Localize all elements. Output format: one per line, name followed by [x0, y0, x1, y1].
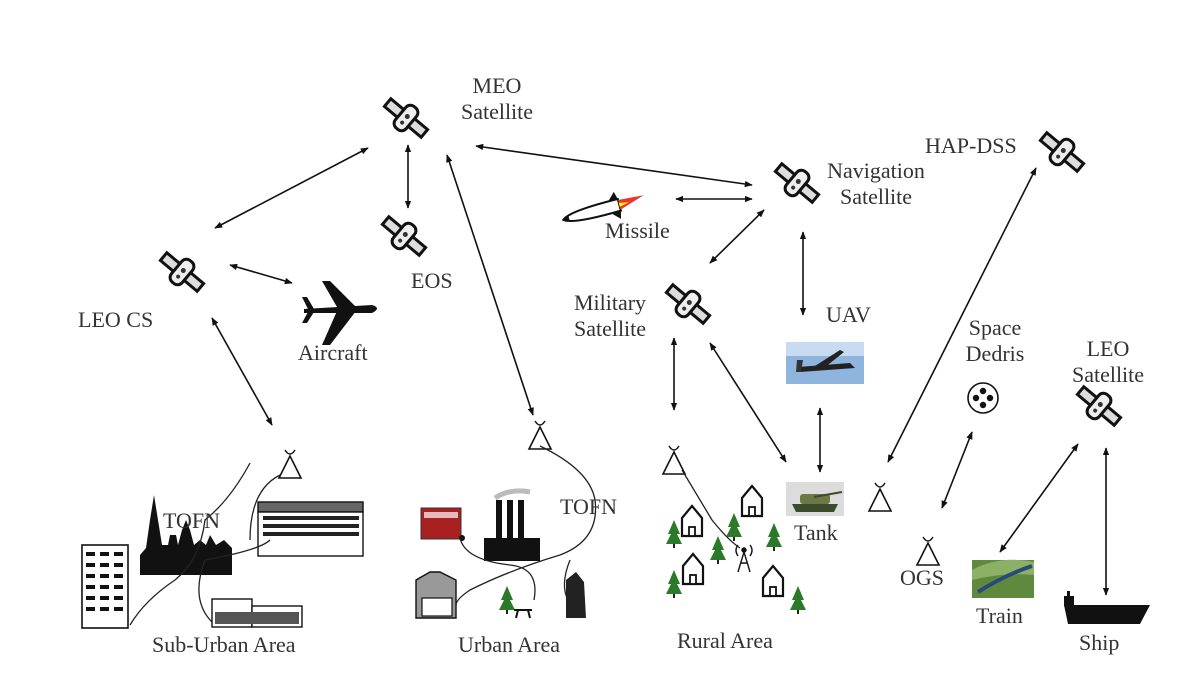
suburban-area-illustration — [81, 462, 364, 629]
suburban-ground-station-icon — [278, 449, 302, 479]
urban-area-label: Urban Area — [458, 632, 561, 657]
link-debris-ogs — [941, 431, 973, 509]
ogs-ground-station-icon — [916, 536, 940, 566]
space-debris-icon — [967, 382, 999, 414]
tank-label: Tank — [794, 520, 838, 545]
ship-label: Ship — [1079, 630, 1120, 655]
tofn-suburban-label: TOFN — [163, 508, 221, 533]
eos-satellite-icon — [375, 208, 433, 264]
links — [211, 143, 1110, 596]
tofn-urban-label: TOFN — [560, 494, 618, 519]
ogs-label: OGS — [900, 565, 945, 590]
link-leocs-suburbangs — [211, 317, 273, 426]
hap-dss-label: HAP-DSS — [925, 133, 1017, 158]
aircraft-icon — [302, 281, 377, 345]
link-leocs-meo — [214, 147, 369, 229]
meo-satellite-icon — [377, 90, 435, 146]
link-navigation-military — [709, 209, 765, 264]
train-label: Train — [976, 603, 1023, 628]
eos-label: EOS — [411, 268, 453, 293]
tank-photo — [786, 482, 844, 516]
tank-ground-station-icon — [868, 482, 892, 512]
cell-tower-icon — [735, 544, 753, 573]
leo-cs-label: LEO CS — [78, 307, 154, 332]
link-military-tank — [709, 342, 787, 463]
hap-dss-satellite-icon — [1033, 124, 1091, 180]
military-satellite-icon — [659, 276, 717, 332]
uav-label: UAV — [826, 302, 871, 327]
train-photo — [972, 559, 1034, 598]
leo-cs-satellite-icon — [153, 244, 211, 300]
link-hap-tankgs — [887, 167, 1037, 463]
aircraft-label: Aircraft — [298, 340, 368, 365]
rural-area-illustration — [666, 469, 806, 614]
suburban-area-label: Sub-Urban Area — [152, 632, 296, 657]
urban-area-illustration — [415, 445, 597, 619]
rural-ground-station-icon — [662, 445, 686, 475]
uav-photo — [786, 342, 864, 384]
missile-icon — [561, 191, 644, 223]
link-leosat-train — [999, 443, 1079, 553]
link-meo-urbangs — [446, 154, 534, 416]
link-leocs-aircraft — [229, 263, 293, 285]
link-meo-navigation — [475, 143, 753, 188]
urban-ground-station-icon — [528, 420, 552, 450]
ship-icon — [1064, 591, 1150, 624]
rural-area-label: Rural Area — [677, 628, 773, 653]
missile-label: Missile — [605, 218, 670, 243]
